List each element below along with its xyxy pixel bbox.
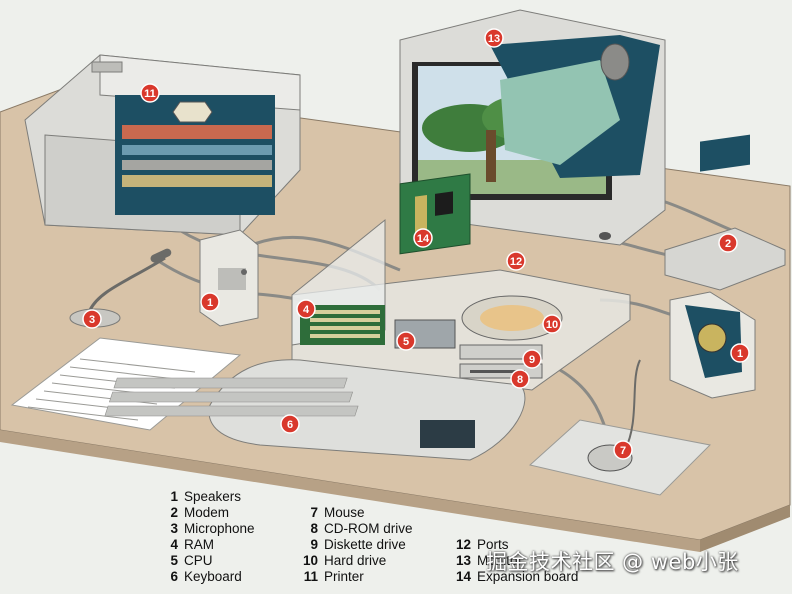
marker-3: 3 [82,309,102,329]
marker-circle [280,414,300,434]
watermark: 掘金技术社区 @ web小张 [486,550,739,574]
marker-7: 7 [613,440,633,460]
marker-number: 9 [529,354,535,366]
marker-circle [413,228,433,248]
modem [664,134,786,291]
marker-number: 3 [89,314,95,326]
marker-1: 1 [730,343,750,363]
desk-edge [0,430,700,552]
marker-number: 1 [207,297,213,309]
marker-circle [484,28,504,48]
marker-circle [522,349,542,369]
marker-1: 1 [200,292,220,312]
system-unit [291,173,631,391]
marker-12: 12 [506,251,526,271]
marker-circle [296,299,316,319]
marker-number: 12 [510,256,522,268]
marker-13: 13 [484,28,504,48]
marker-circle [613,440,633,460]
marker-circle [200,292,220,312]
marker-number: 11 [144,88,156,100]
marker-number: 4 [303,304,310,316]
marker-2: 2 [718,233,738,253]
desk-front-edge [700,505,790,552]
marker-circle [718,233,738,253]
marker-8: 8 [510,369,530,389]
keyboard [104,359,526,461]
printer [24,54,301,236]
marker-number: 6 [287,419,293,431]
marker-number: 13 [488,33,500,45]
marker-number: 1 [737,348,743,360]
marker-circle [730,343,750,363]
marker-circle [510,369,530,389]
marker-4: 4 [296,299,316,319]
marker-circle [140,83,160,103]
marker-number: 7 [620,445,626,457]
marker-6: 6 [280,414,300,434]
marker-number: 10 [546,319,558,331]
marker-11: 11 [140,83,160,103]
marker-circle [506,251,526,271]
marker-5: 5 [396,331,416,351]
speaker-right [669,291,756,399]
marker-circle [396,331,416,351]
marker-circle [82,309,102,329]
marker-number: 2 [725,238,731,250]
marker-14: 14 [413,228,433,248]
marker-number: 14 [417,233,430,245]
marker-number: 8 [517,374,523,386]
marker-10: 10 [542,314,562,334]
marker-number: 5 [403,336,409,348]
marker-9: 9 [522,349,542,369]
marker-circle [542,314,562,334]
